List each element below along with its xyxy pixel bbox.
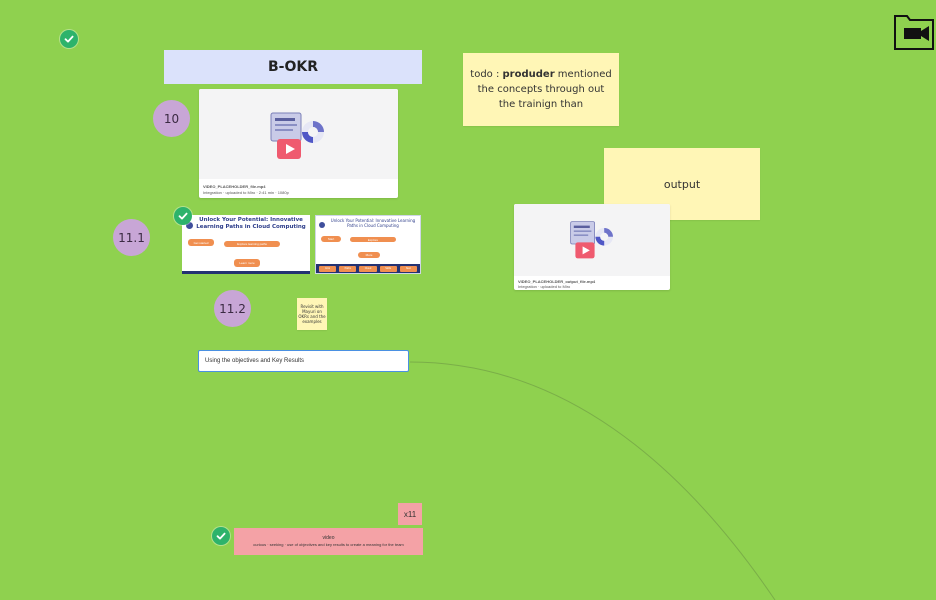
slide-a-title: Unlock Your Potential: Innovative Learni… xyxy=(196,217,306,230)
slide-b-logo xyxy=(319,222,325,228)
slide-b-tab[interactable]: Cloud xyxy=(359,265,377,272)
tag-note-x11[interactable]: x11 xyxy=(398,503,422,525)
slide-thumbnail-a[interactable]: Unlock Your Potential: Innovative Learni… xyxy=(182,215,310,274)
todo-prefix: todo : xyxy=(470,69,503,80)
video-thumbnail xyxy=(199,89,398,179)
todo-bold: produder xyxy=(502,69,555,80)
small-sticky-note[interactable]: Revisit with Mayuri on OKRs and the exam… xyxy=(297,298,327,330)
slide-b-pill-1[interactable]: Start xyxy=(321,236,341,242)
slide-a-footer-bar xyxy=(182,271,310,274)
pink-note-line2: curious · seeking · use of objectives an… xyxy=(253,542,404,547)
output-meta-line2: Integration · uploaded to Miro xyxy=(518,284,571,289)
slide-b-tab[interactable]: Skills xyxy=(379,265,397,272)
title-box-label: B-OKR xyxy=(267,59,318,75)
video-meta-line2: Integration · uploaded to Miro · 2:41 mi… xyxy=(203,190,289,195)
slide-b-tab[interactable]: Paths xyxy=(339,265,357,272)
slide-b-title: Unlock Your Potential: Innovative Learni… xyxy=(330,218,416,228)
slide-b-pill-3[interactable]: More xyxy=(358,252,380,258)
todo-rest: mentioned the concepts through out the t… xyxy=(477,69,612,110)
tag-note-label: x11 xyxy=(403,509,417,519)
check-icon[interactable] xyxy=(174,207,192,225)
output-video-file-icon xyxy=(570,221,613,259)
text-input-box[interactable]: Using the objectives and Key Results xyxy=(198,350,409,372)
todo-note-text: todo : produder mentioned the concepts t… xyxy=(469,67,613,112)
check-icon[interactable] xyxy=(212,527,230,545)
circle-label-11-1[interactable]: 11.1 xyxy=(113,219,150,256)
output-label: output xyxy=(663,177,701,191)
video-card-main[interactable]: VIDEO_PLACEHOLDER_file.mp4 Integration ·… xyxy=(199,89,398,198)
pink-video-note[interactable]: video curious · seeking · use of objecti… xyxy=(234,528,423,555)
title-box[interactable]: B-OKR xyxy=(164,50,422,84)
slide-b-tab-bar: Intro Paths Cloud Skills Next xyxy=(316,264,420,273)
slide-b-pill-2[interactable]: Explore xyxy=(350,237,396,242)
circle-11-2-text: 11.2 xyxy=(219,301,246,316)
slide-a-pill-1[interactable]: Get started xyxy=(188,239,214,246)
circle-10-text: 10 xyxy=(163,111,180,126)
pink-note-line1: video xyxy=(322,535,335,541)
text-input-value: Using the objectives and Key Results xyxy=(205,358,305,364)
small-note-text: Revisit with Mayuri on OKRs and the exam… xyxy=(298,304,326,324)
circle-label-10[interactable]: 10 xyxy=(153,100,190,137)
slide-a-pill-2[interactable]: Explore learning paths xyxy=(224,241,280,247)
slide-b-tab[interactable]: Next xyxy=(399,265,418,272)
todo-sticky-note[interactable]: todo : produder mentioned the concepts t… xyxy=(463,53,619,126)
slide-b-tab[interactable]: Intro xyxy=(319,265,337,272)
circle-11-1-text: 11.1 xyxy=(118,230,145,245)
video-meta-line1: VIDEO_PLACEHOLDER_file.mp4 xyxy=(203,184,266,189)
circle-label-11-2[interactable]: 11.2 xyxy=(214,290,251,327)
slide-a-logo xyxy=(186,222,193,229)
frame-icon[interactable] xyxy=(893,13,935,51)
output-video-thumbnail xyxy=(514,204,670,276)
check-icon[interactable] xyxy=(60,30,78,48)
video-file-icon xyxy=(270,112,324,159)
output-meta-line1: VIDEO_PLACEHOLDER_output_file.mp4 xyxy=(518,279,596,284)
slide-a-pill-3[interactable]: Learn more xyxy=(234,259,260,267)
slide-thumbnail-b[interactable]: Unlock Your Potential: Innovative Learni… xyxy=(315,215,421,274)
video-card-output[interactable]: VIDEO_PLACEHOLDER_output_file.mp4 Integr… xyxy=(514,204,670,290)
